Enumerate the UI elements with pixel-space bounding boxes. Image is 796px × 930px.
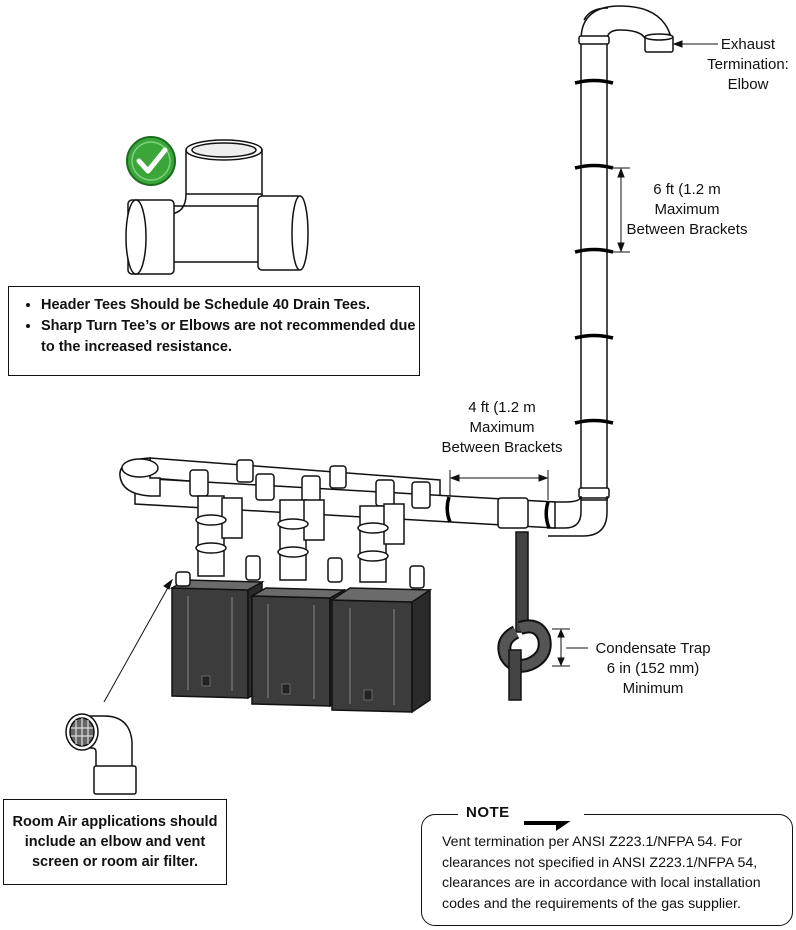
header-tee-note: Header Tees Should be Schedule 40 Drain … (41, 295, 419, 316)
water-heater-1 (169, 579, 265, 700)
vent-screen-elbow-illustration (65, 713, 137, 795)
room-air-note-text: Room Air applications should include an … (12, 814, 218, 870)
header-tee-note: Sharp Turn Tee’s or Elbows are not recom… (41, 316, 419, 358)
heater-vent-connectors (195, 495, 405, 583)
checkmark-icon (126, 136, 176, 186)
note-text: Vent termination per ANSI Z223.1/NFPA 54… (442, 834, 761, 912)
note-header: NOTE (458, 804, 584, 821)
water-heater-3 (329, 587, 433, 714)
exhaust-leader (672, 40, 718, 48)
exhaust-termination-label: Exhaust Termination: Elbow (707, 36, 789, 93)
four-ft-bracket-label: 4 ft (1.2 m Maximum Between Brackets (441, 399, 563, 456)
note-box: NOTE Vent termination per ANSI Z223.1/NF… (421, 804, 793, 926)
note-title: NOTE (466, 804, 510, 821)
water-heaters (169, 555, 433, 714)
condensate-drain (497, 531, 552, 701)
six-ft-bracket-label: 6 ft (1.2 m Maximum Between Brackets (626, 181, 748, 238)
vertical-brackets (574, 78, 614, 425)
water-heater-2 (249, 587, 347, 708)
header-tee-notes-list: Header Tees Should be Schedule 40 Drain … (9, 295, 419, 358)
condensate-trap-label: Condensate Trap 6 in (152 mm) Minimum (595, 640, 711, 697)
six-ft-dimension (612, 167, 630, 253)
condensate-dimension (552, 628, 588, 667)
room-air-note-box: Room Air applications should include an … (3, 799, 227, 885)
header-pipes (119, 457, 556, 529)
four-ft-dimension (449, 470, 549, 500)
room-air-leader (103, 578, 173, 703)
horizontal-brackets (445, 496, 551, 529)
drain-tee-illustration (125, 139, 309, 275)
vertical-vent-pipe (547, 5, 674, 537)
header-tee-notes-box: Header Tees Should be Schedule 40 Drain … (8, 286, 420, 376)
